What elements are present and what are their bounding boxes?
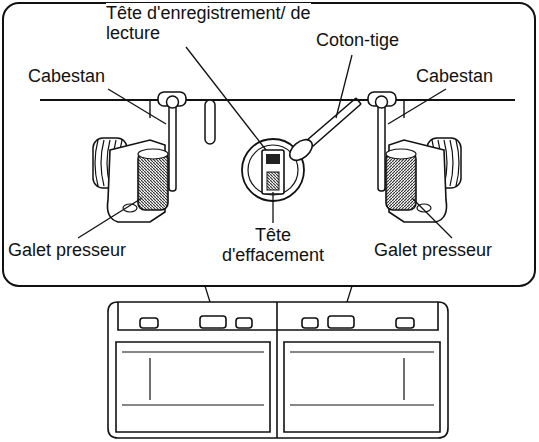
callout-panel [3, 3, 535, 286]
part-label: Cabestan [28, 67, 120, 87]
label-text: Cabestan [416, 66, 493, 86]
part-label: Cabestan [416, 67, 511, 87]
right-mechanism [368, 92, 461, 222]
label-text: Tête d'effacement [222, 225, 324, 265]
part-label: Galet presseur [374, 241, 530, 261]
left-mechanism [93, 92, 186, 222]
cotton-swab [286, 136, 316, 165]
part-label: Tête d'enregistrement/ de lecture [106, 4, 311, 44]
part-label: Tête d'effacement [211, 226, 335, 266]
label-text: Galet presseur [374, 240, 492, 260]
label-text: Cabestan [28, 66, 105, 86]
part-label: Coton-tige [316, 31, 441, 51]
label-text: Tête d'enregistrement/ de lecture [106, 3, 311, 43]
label-text: Coton-tige [316, 30, 399, 50]
label-text: Galet presseur [8, 240, 126, 260]
part-label: Galet presseur [8, 241, 158, 261]
cassette-deck [108, 302, 448, 438]
